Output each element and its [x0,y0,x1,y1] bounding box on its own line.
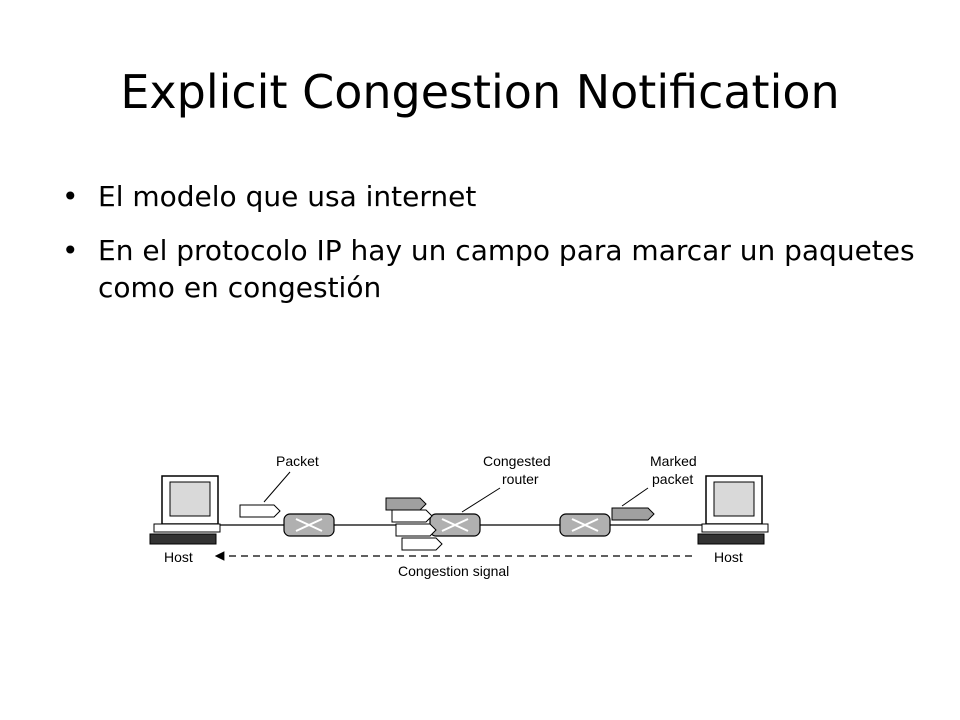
marked-packet-label-line2: packet [652,471,693,487]
router-icon [283,513,335,537]
marked-packet-pointer-line [621,487,649,507]
marked-packet-label-line1: Marked [650,453,697,469]
bullet-item: El modelo que usa internet [62,178,922,215]
packet-icon [395,523,437,537]
host-right-label: Host [714,549,743,565]
ecn-diagram: Host Host Packet Congested router Marked… [149,453,769,579]
router-icon [559,513,611,537]
host-left-label: Host [164,549,193,565]
packet-icon [239,504,281,518]
congested-router-label-line1: Congested [483,453,551,469]
bullet-item: En el protocolo IP hay un campo para mar… [62,232,922,306]
packet-icon [401,537,443,551]
host-left-computer-icon [149,475,221,545]
host-right-computer-icon [697,475,769,545]
congested-router-icon [429,513,481,537]
packet-label: Packet [276,453,319,469]
packet-pointer-line [263,471,291,503]
packet-icon [391,509,433,523]
congestion-signal-label: Congestion signal [398,563,509,579]
marked-packet-icon [385,497,427,511]
marked-packet-icon [611,507,655,521]
slide-title: Explicit Congestion Notification [120,65,840,119]
congested-router-label-line2: router [502,471,539,487]
bullet-list: El modelo que usa internet En el protoco… [62,178,922,323]
congested-router-pointer-line [461,487,501,513]
